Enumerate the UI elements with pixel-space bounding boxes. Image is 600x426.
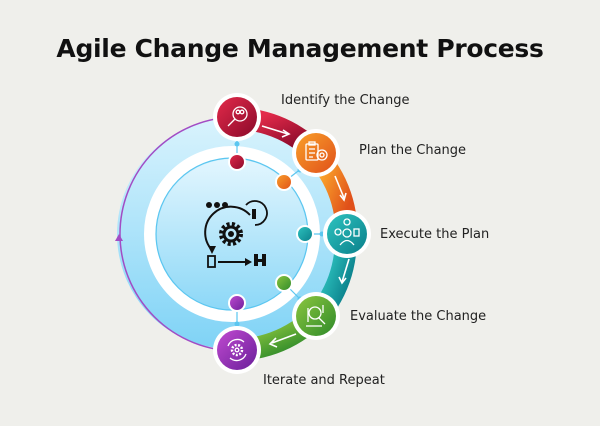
cycle-gear-icon <box>227 338 247 362</box>
step-node-execute[interactable] <box>323 210 371 258</box>
band-arrows <box>261 125 350 348</box>
magnifier-search-icon <box>227 106 248 127</box>
agile-cycle-gear-icon <box>204 200 268 268</box>
loop-arrow-head-icon <box>115 234 123 241</box>
chart-magnifier-icon <box>306 305 326 327</box>
step-label-evaluate: Evaluate the Change <box>350 309 487 324</box>
inner-dots <box>228 153 314 312</box>
step-node-identify[interactable] <box>213 93 261 141</box>
page-title: Agile Change Management Process <box>56 34 544 63</box>
step-node-plan[interactable] <box>292 129 340 177</box>
step-node-iterate[interactable] <box>213 326 261 374</box>
clipboard-target-icon <box>305 141 328 161</box>
step-node-evaluate[interactable] <box>292 292 340 340</box>
team-execution-icon <box>334 218 360 246</box>
loop-back-arc <box>119 116 238 352</box>
step-label-plan: Plan the Change <box>359 143 467 158</box>
step-label-identify: Identify the Change <box>281 93 410 108</box>
step-label-execute: Execute the Plan <box>380 227 490 242</box>
step-label-iterate: Iterate and Repeat <box>263 373 385 388</box>
